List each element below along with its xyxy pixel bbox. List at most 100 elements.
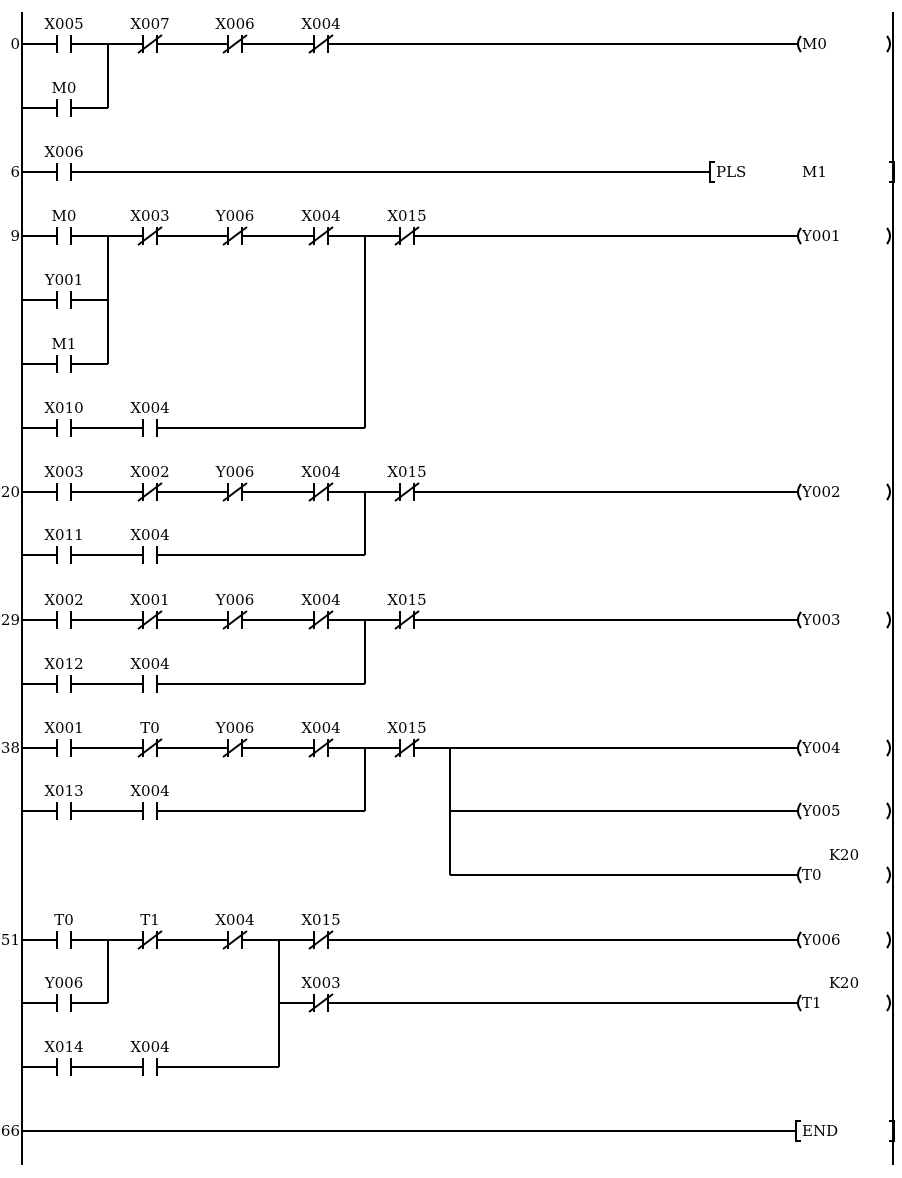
coil-open xyxy=(797,802,802,820)
contact-label: Y006 xyxy=(215,207,255,225)
no-contact: X013 xyxy=(44,782,84,820)
timer-constant: K20 xyxy=(829,974,859,992)
coil-open xyxy=(797,994,802,1012)
contact-label: X015 xyxy=(387,591,426,609)
nc-contact: Y006 xyxy=(215,207,255,246)
no-contact: X011 xyxy=(44,526,84,564)
nc-contact: X003 xyxy=(301,974,341,1013)
contact-label: X004 xyxy=(301,15,340,33)
coil-close xyxy=(886,931,891,949)
no-contact: X010 xyxy=(44,399,84,437)
coil-close xyxy=(886,994,891,1012)
nc-contact: T1 xyxy=(137,911,163,950)
no-contact: X014 xyxy=(44,1038,84,1076)
nc-contact: Y006 xyxy=(215,463,254,502)
nc-contact: X007 xyxy=(130,15,170,54)
no-contact: X004 xyxy=(130,399,170,437)
coil-label: Y006 xyxy=(801,931,841,949)
contact-label: X004 xyxy=(215,911,254,929)
no-contact: X006 xyxy=(44,143,84,181)
coil-close xyxy=(886,739,891,757)
instr-close xyxy=(889,1120,895,1142)
step-number: 51 xyxy=(1,931,20,949)
coil-close xyxy=(886,483,891,501)
timer-constant: K20 xyxy=(829,846,859,864)
contact-label: Y006 xyxy=(215,719,255,737)
contact-label: X012 xyxy=(44,655,83,673)
nc-contact: X004 xyxy=(215,911,255,950)
contact-label: X004 xyxy=(301,463,340,481)
coil-open xyxy=(797,227,802,245)
contact-label: X015 xyxy=(387,207,426,225)
no-contact: M0 xyxy=(52,207,77,245)
contact-label: X005 xyxy=(44,15,83,33)
contact-label: X014 xyxy=(44,1038,83,1056)
contact-label: X013 xyxy=(44,782,83,800)
no-contact: X012 xyxy=(44,655,84,693)
no-contact: M1 xyxy=(52,335,77,373)
nc-contact: X003 xyxy=(130,207,170,246)
contact-label: X015 xyxy=(301,911,340,929)
nc-contact: Y006 xyxy=(215,719,255,758)
no-contact: M0 xyxy=(52,79,76,117)
no-contact: X004 xyxy=(130,526,170,564)
coil-close xyxy=(886,35,891,53)
contact-label: X006 xyxy=(44,143,83,161)
coil-label: T1 xyxy=(802,994,822,1012)
contact-label: X003 xyxy=(301,974,340,992)
coil-close xyxy=(886,802,891,820)
contact-label: X001 xyxy=(44,719,83,737)
contact-label: X004 xyxy=(301,719,340,737)
contact-label: X003 xyxy=(44,463,83,481)
no-contact: X005 xyxy=(44,15,84,53)
no-contact: Y001 xyxy=(44,271,84,309)
contact-label: Y006 xyxy=(215,591,255,609)
nc-contact: X004 xyxy=(301,15,341,54)
instruction-label: PLS xyxy=(716,163,746,181)
contact-label: X006 xyxy=(215,15,254,33)
coil-label: Y003 xyxy=(801,611,841,629)
contact-label: M1 xyxy=(52,335,77,353)
contact-label: X004 xyxy=(130,399,169,417)
nc-contact: X004 xyxy=(301,207,341,246)
contact-label: X002 xyxy=(44,591,83,609)
contact-label: X004 xyxy=(130,655,169,673)
instruction-operand: M1 xyxy=(802,163,827,181)
contact-label: X011 xyxy=(44,526,83,544)
coil-label: M0 xyxy=(802,35,827,53)
coil-label: T0 xyxy=(802,866,822,884)
step-number: 38 xyxy=(1,739,20,757)
contact-label: X001 xyxy=(130,591,169,609)
no-contact: X002 xyxy=(44,591,84,629)
contact-label: X015 xyxy=(387,719,426,737)
coil-label: Y001 xyxy=(801,227,841,245)
no-contact: X004 xyxy=(130,1038,170,1076)
contact-label: X004 xyxy=(301,207,340,225)
no-contact: X001 xyxy=(44,719,84,757)
step-number: 66 xyxy=(1,1122,20,1140)
instr-close xyxy=(889,161,895,183)
nc-contact: X015 xyxy=(387,207,427,246)
coil-open xyxy=(797,931,802,949)
step-number: 29 xyxy=(1,611,20,629)
coil-open xyxy=(797,739,802,757)
contact-label: X010 xyxy=(44,399,83,417)
contact-label: X004 xyxy=(130,782,169,800)
nc-contact: X015 xyxy=(387,463,427,502)
nc-contact: X004 xyxy=(301,463,341,502)
nc-contact: X006 xyxy=(215,15,255,54)
no-contact: Y006 xyxy=(44,974,83,1012)
coil-label: Y004 xyxy=(801,739,841,757)
contact-label: X004 xyxy=(130,526,169,544)
contact-label: Y001 xyxy=(44,271,84,289)
contact-label: T0 xyxy=(54,911,74,929)
nc-contact: T0 xyxy=(137,719,163,758)
contact-label: M0 xyxy=(52,207,77,225)
coil-open xyxy=(797,35,802,53)
no-contact: T0 xyxy=(54,911,74,949)
instruction-label: END xyxy=(802,1122,838,1140)
coil-open xyxy=(797,611,802,629)
step-number: 0 xyxy=(10,35,20,53)
contact-label: X002 xyxy=(130,463,169,481)
